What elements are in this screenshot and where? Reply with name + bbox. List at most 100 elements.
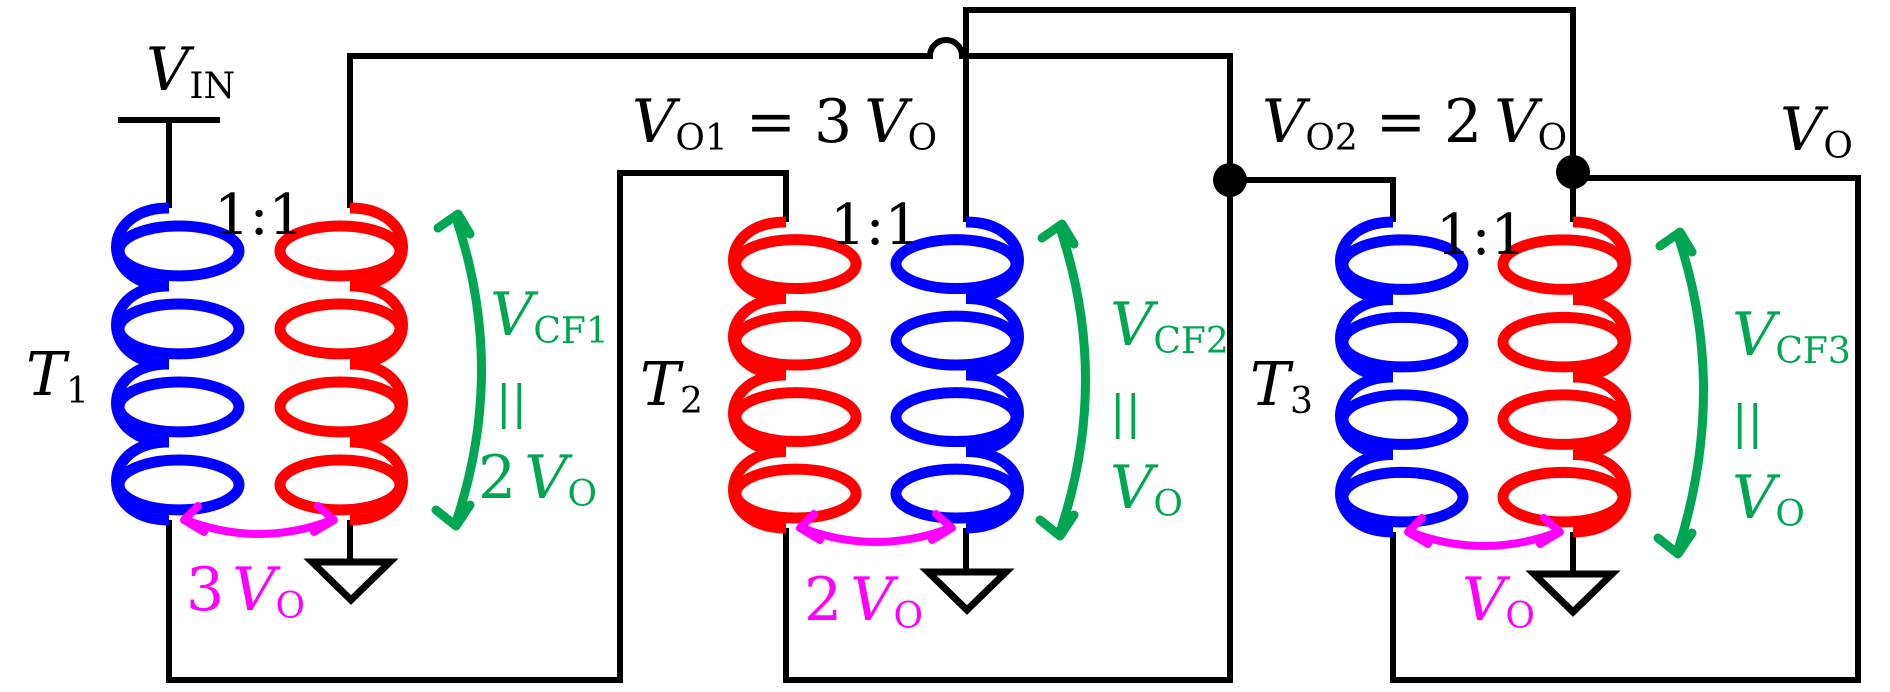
cf3-value: VO: [1732, 463, 1805, 535]
t1-primary-winding-loop: [113, 298, 245, 360]
swing-arrows: [180, 502, 1564, 550]
vo1-sub: O1: [675, 118, 727, 159]
t1-name-sub: 1: [66, 371, 89, 412]
t2-ratio: 1:1: [830, 193, 920, 258]
t2-primary-winding-loop: [730, 234, 862, 295]
t3-primary-winding-loop: [1337, 311, 1469, 373]
cf2-sub: CF2: [1153, 321, 1228, 362]
t1-primary-winding-loop: [113, 454, 245, 516]
t2-secondary-winding-loop: [890, 463, 1022, 524]
junction-vo: [1556, 155, 1590, 189]
cf2-symbol: V: [1110, 290, 1159, 360]
cf3-arrow-head-top: [1655, 227, 1697, 257]
vo1-symbol: V: [632, 87, 681, 157]
t3-secondary-winding-loop: [1497, 234, 1629, 295]
t3-name-symbol: T: [1250, 350, 1294, 420]
vo2-eq: =: [1376, 87, 1426, 157]
windings: [111, 202, 1631, 538]
swing2-head-right: [928, 510, 956, 544]
ground-icon: [1525, 570, 1621, 617]
swing3-sub: O: [1505, 596, 1535, 637]
junctions: [1213, 155, 1590, 197]
vo2-rhs-symbol: V: [1494, 87, 1543, 157]
t3-primary-winding-loop: [1337, 466, 1469, 528]
t3-name: T3: [1250, 350, 1313, 422]
cf2-value: VO: [1110, 453, 1183, 525]
cf2-arrow-head-bottom: [1035, 510, 1079, 541]
t1-name-symbol: T: [26, 340, 70, 410]
wire-t1-secondary-to-t3-node: [347, 37, 1233, 208]
vo-output-label: VO: [1780, 95, 1853, 167]
cf3-symbol: V: [1732, 300, 1781, 370]
cf3-sub: CF3: [1775, 331, 1850, 372]
t2-primary-winding-loop: [730, 387, 862, 448]
swing2-arrow: [798, 524, 954, 546]
cf3-arrow-head-bottom: [1653, 528, 1697, 559]
vo-output-sub: O: [1823, 126, 1853, 167]
vo1-rhs-symbol: V: [864, 87, 913, 157]
ground-symbols: [303, 558, 1621, 617]
t3-secondary-winding-loop: [1497, 466, 1629, 528]
t2-secondary-winding-loop: [890, 387, 1022, 448]
vo1-rhs-sub: O: [908, 118, 938, 159]
swing2-head-left: [796, 510, 824, 544]
cf2-value-sub: O: [1153, 484, 1183, 525]
vo2-symbol: V: [1262, 87, 1311, 157]
t2-name: T2: [640, 350, 703, 422]
cf1-arrow-head-top: [433, 209, 475, 239]
swing2-coef: 2: [804, 565, 842, 635]
swing3-symbol: V: [1462, 565, 1511, 635]
junction-vo2: [1213, 163, 1247, 197]
t1-name: T1: [26, 340, 89, 412]
cf1-value-sub: O: [568, 474, 598, 515]
cf1-sub: CF1: [533, 311, 608, 352]
cf1-value-symbol: V: [524, 443, 573, 513]
cf1-value-coef: 2: [478, 443, 516, 513]
t1-ratio: 1:1: [214, 183, 304, 248]
cf3-value-sub: O: [1775, 494, 1805, 535]
t2-primary-winding-loop: [730, 463, 862, 524]
vin-symbol: V: [146, 35, 195, 105]
t2-name-symbol: T: [640, 350, 684, 420]
cf1-arrow: [451, 213, 486, 527]
t2-primary-winding-loop: [730, 310, 862, 371]
ground-icon: [919, 568, 1015, 615]
cf3-value-symbol: V: [1732, 463, 1781, 533]
t1-secondary-winding-loop: [274, 298, 406, 360]
swing1-symbol: V: [232, 555, 281, 625]
t3-primary-winding-loop: [1337, 234, 1469, 295]
swing1-sub: O: [276, 586, 306, 627]
swing1-coef: 3: [186, 555, 224, 625]
t1-primary-winding-loop: [113, 220, 245, 282]
swing3-arrow: [1406, 528, 1562, 550]
cf2-sep: ||: [1110, 385, 1141, 439]
cf-arrows: [431, 209, 1708, 559]
t1-primary-winding-loop: [113, 376, 245, 438]
t1-secondary-winding-loop: [274, 376, 406, 438]
t3-ratio: 1:1: [1436, 203, 1526, 268]
t1-secondary-winding-loop: [274, 220, 406, 282]
wire-vo: [1390, 175, 1861, 683]
cf3-label: VCF3: [1732, 300, 1851, 372]
swing1-arrow: [182, 516, 336, 538]
swing3-head-right: [1536, 514, 1564, 548]
cf1-label: VCF1: [490, 280, 609, 352]
swing1-head-left: [180, 502, 208, 536]
swing2-symbol: V: [850, 565, 899, 635]
vo2-sub: O2: [1305, 118, 1357, 159]
t3-secondary-winding-loop: [1497, 311, 1629, 373]
vo2-rhs-sub: O: [1538, 118, 1568, 159]
vo1-coef: 3: [814, 87, 852, 157]
wire-vo2: [783, 177, 1396, 683]
t2-secondary-winding-loop: [890, 234, 1022, 295]
ground-icon: [303, 558, 399, 605]
